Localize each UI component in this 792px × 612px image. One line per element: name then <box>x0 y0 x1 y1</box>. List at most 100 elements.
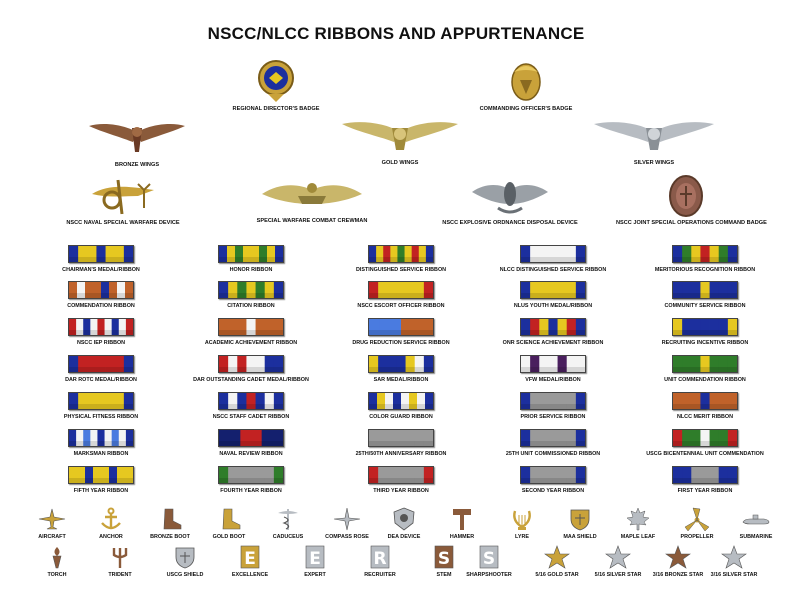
ribbon-stripe <box>237 356 247 372</box>
ribbon-bar <box>672 318 738 336</box>
ribbon-stripe <box>264 319 275 335</box>
ribbon-stripe <box>727 430 737 446</box>
maple-leaf-icon <box>626 507 650 531</box>
ribbon-stripe <box>246 319 256 335</box>
ribbon-bar <box>368 466 434 484</box>
ribbon-item: CHAIRMAN'S MEDAL/RIBBON <box>36 245 166 273</box>
ribbon-stripe <box>111 430 120 446</box>
ribbon-stripe <box>85 282 94 298</box>
ribbon-stripe <box>369 282 379 298</box>
ribbon-stripe <box>111 319 120 335</box>
ribbon-label: FOURTH YEAR RIBBON <box>220 488 282 494</box>
appurtenance-label: COMPASS ROSE <box>325 534 369 540</box>
ribbon-stripe <box>425 246 433 262</box>
ribbon-stripe <box>387 467 397 483</box>
ribbon-bar <box>218 466 284 484</box>
submarine-icon <box>742 514 770 525</box>
ribbon-stripe <box>237 467 247 483</box>
ribbon-bar <box>218 392 284 410</box>
appurtenance-label: AIRCRAFT <box>38 534 66 540</box>
aircraft-icon <box>38 508 66 530</box>
ribbon-item: COLOR GUARD RIBBON <box>336 392 466 420</box>
appurtenance-label: BRONZE BOOT <box>150 534 190 540</box>
appurtenance-item: SUBMARINE <box>724 507 788 540</box>
ribbon-bar <box>68 355 134 373</box>
ribbon-stripe <box>411 319 423 335</box>
ribbon-stripe <box>682 393 692 409</box>
ribbon-stripe <box>259 246 268 262</box>
ribbon-stripe <box>691 319 701 335</box>
appurtenance-label: ANCHOR <box>99 534 123 540</box>
ribbon-bar <box>218 355 284 373</box>
ribbon-stripe <box>539 393 549 409</box>
ribbon-stripe <box>673 467 683 483</box>
ribbon-stripe <box>228 393 238 409</box>
silver-wings: SILVER WINGS <box>592 118 716 166</box>
ribbon-bar <box>672 429 738 447</box>
trident-icon <box>112 548 128 568</box>
ribbon-stripe <box>96 356 106 372</box>
ribbon-bar <box>672 245 738 263</box>
ribbon-label: CITATION RIBBON <box>227 303 275 309</box>
ribbon-label: SECOND YEAR RIBBON <box>521 488 585 494</box>
shield-icon <box>175 547 195 569</box>
ribbon-label: NAVAL REVIEW RIBBON <box>219 451 283 457</box>
ribbon-label: RECRUITING INCENTIVE RIBBON <box>661 340 749 346</box>
ribbon-item: NSCC STAFF CADET RIBBON <box>186 392 316 420</box>
badge-label: NSCC NAVAL SPECIAL WARFARE DEVICE <box>66 220 180 226</box>
ribbon-label: FIRST YEAR RIBBON <box>677 488 733 494</box>
ribbon-stripe <box>219 282 229 298</box>
ribbon-stripe <box>405 282 416 298</box>
badge-label: GOLD WINGS <box>381 160 419 166</box>
letter-e-icon: E <box>240 545 260 569</box>
hammer-icon <box>453 509 471 530</box>
ribbon-label: MERITORIOUS RECOGNITION RIBBON <box>654 267 756 273</box>
ribbon-bar <box>218 429 284 447</box>
ribbon-stripe <box>235 246 244 262</box>
ribbon-stripe <box>557 467 568 483</box>
ribbon-bar <box>672 392 738 410</box>
ribbon-stripe <box>219 356 229 372</box>
ribbon-stripe <box>521 393 531 409</box>
torch-icon <box>52 547 62 569</box>
ribbon-stripe <box>405 430 416 446</box>
ribbon-stripe <box>118 319 127 335</box>
ribbon-stripe <box>673 393 683 409</box>
ribbon-stripe <box>682 467 692 483</box>
ribbon-stripe <box>709 467 720 483</box>
ribbon-label: COLOR GUARD RIBBON <box>369 414 433 420</box>
ribbon-stripe <box>76 430 84 446</box>
ribbon-stripe <box>97 319 105 335</box>
ribbon-shade <box>69 441 133 446</box>
ribbon-item: DRUG REDUCTION SERVICE RIBBON <box>336 318 466 346</box>
ribbon-stripe <box>369 319 381 335</box>
star-icon <box>721 545 747 569</box>
ribbon-item: MARKSMAN RIBBON <box>36 429 166 457</box>
ribbon-stripe <box>673 430 683 446</box>
ribbon-item: THIRD YEAR RIBBON <box>336 466 466 494</box>
ribbon-stripe <box>548 356 558 372</box>
ribbon-stripe <box>691 282 701 298</box>
ribbon-stripe <box>418 246 427 262</box>
ribbon-shade <box>673 478 737 483</box>
ribbon-item: NSCC IEP RIBBON <box>36 318 166 346</box>
boat-insignia-icon <box>262 183 362 204</box>
ribbon-stripe <box>369 430 379 446</box>
ribbon-item: FIFTH YEAR RIBBON <box>36 466 166 494</box>
ribbon-stripe <box>414 356 425 372</box>
ribbon-stripe <box>246 282 256 298</box>
ribbon-stripe <box>96 393 106 409</box>
ribbon-item: SECOND YEAR RIBBON <box>488 466 618 494</box>
ribbon-stripe <box>243 246 252 262</box>
ribbon-item: FIRST YEAR RIBBON <box>640 466 770 494</box>
ribbon-stripe <box>96 246 106 262</box>
ribbon-label: NLCC MERIT RIBBON <box>677 414 733 420</box>
ribbon-stripe <box>521 430 531 446</box>
ribbon-shade <box>673 330 737 335</box>
ribbon-bar <box>218 318 284 336</box>
ribbon-stripe <box>387 282 397 298</box>
ribbon-stripe <box>117 467 126 483</box>
ribbon-stripe <box>90 430 98 446</box>
ribbon-stripe <box>548 430 558 446</box>
